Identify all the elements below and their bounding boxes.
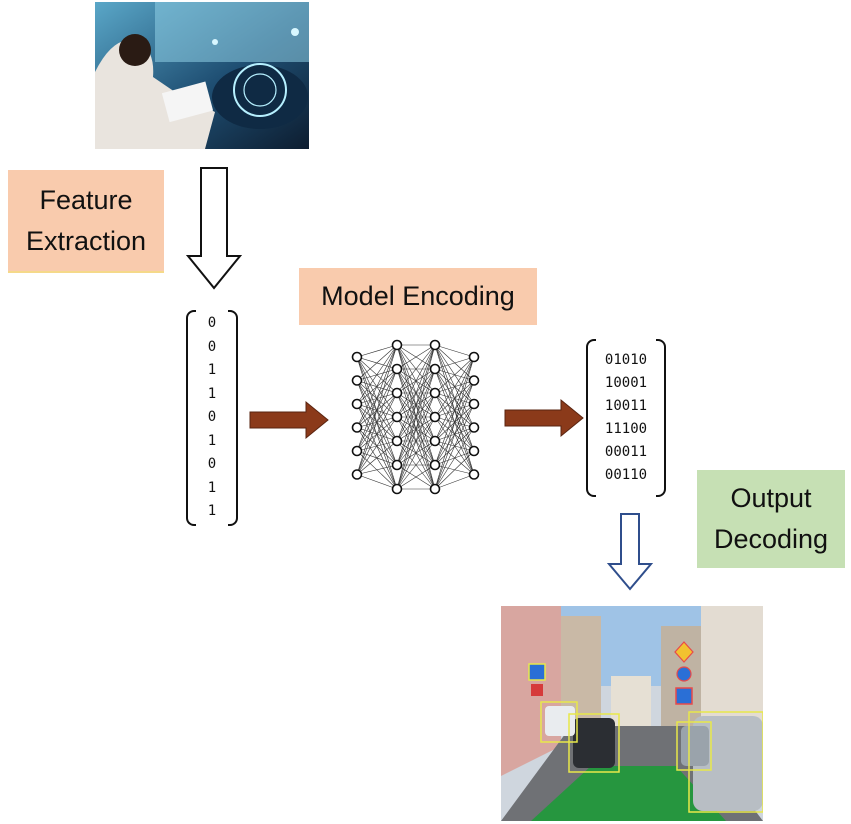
nn-connection [396,344,436,442]
nn-connection [356,344,398,381]
nn-node [391,339,403,351]
nn-connection [396,344,436,370]
nn-node [468,469,480,480]
nn-node [429,339,441,351]
model-encoding-label: Model Encoding [299,268,537,325]
nn-connection [434,403,475,490]
nn-connection [396,344,436,490]
output-decoding-line1: Output [730,483,812,513]
output-vector: 01010 10001 10011 11100 00011 00110 [586,339,666,497]
nn-node [468,398,480,410]
down-arrow-outline-icon [185,167,243,290]
input-bit: 1 [207,503,217,520]
nn-node [429,435,441,447]
nn-connection [356,392,398,475]
input-bit: 0 [207,456,217,473]
output-decoding-line2: Decoding [713,524,829,554]
nn-connection [396,368,436,490]
nn-connection [434,356,475,370]
feature-extraction-line1: Feature [39,184,133,215]
model-encoding-text: Model Encoding [321,281,515,311]
nn-node [391,483,403,495]
nn-connection [356,416,398,475]
input-bit: 1 [207,362,217,379]
output-code: 10001 [604,375,648,391]
feature-extraction-label: Feature Extraction [8,170,164,271]
nn-node [391,435,403,447]
input-bit: 0 [207,409,217,426]
nn-node [351,375,363,386]
nn-node [391,363,403,375]
nn-node [468,422,480,433]
bracket-left-icon [186,310,196,526]
nn-node [391,387,403,399]
nn-connection [396,344,436,418]
nn-node [351,422,363,433]
bracket-right-icon [656,339,666,497]
nn-connection [356,344,398,452]
input-bit: 1 [207,432,217,449]
nn-connection [434,356,475,394]
nn-connection [356,344,398,358]
nn-connection [434,427,475,490]
nn-connection [434,450,475,490]
nn-connection [396,464,436,490]
nn-connection [356,344,398,405]
input-bit: 1 [207,479,217,496]
nn-node [468,445,480,457]
nn-node [429,387,441,399]
nn-node [429,363,441,375]
nn-connection [396,344,436,394]
output-code: 10011 [604,398,648,414]
right-arrow-brown-icon [249,400,329,440]
input-bit: 1 [207,385,217,402]
nn-connection [356,344,398,475]
output-code: 11100 [604,421,648,437]
bracket-right-icon [228,310,238,526]
nn-connection [396,344,436,466]
nn-connection [434,356,475,466]
feature-extraction-line2: Extraction [25,225,147,256]
nn-node [468,375,480,386]
nn-connection [434,380,475,490]
nn-connection [434,474,475,490]
nn-connection [356,368,398,475]
bracket-left-icon [586,339,596,497]
output-code: 01010 [604,352,648,368]
nn-connection [396,416,436,490]
nn-connection [356,344,398,428]
down-arrow-blue-outline-icon [606,513,654,591]
nn-node [391,411,403,423]
output-code: 00110 [604,467,648,483]
nn-node [429,459,441,471]
nn-node [351,445,363,457]
nn-connection [434,344,475,358]
nn-node [351,398,363,410]
input-bit: 0 [207,315,217,332]
driver-car-photo [95,2,309,149]
nn-connection [434,356,475,418]
nn-node [351,469,363,480]
nn-connection [356,464,398,475]
right-arrow-brown-icon [504,398,584,438]
nn-connection [434,356,475,442]
nn-node [391,459,403,471]
nn-connection [396,440,436,490]
neural-network-icon [351,339,480,495]
nn-connection [356,474,398,490]
output-decoding-label: Output Decoding [697,470,845,568]
nn-node [429,411,441,423]
street-detection-photo [501,606,763,821]
nn-connection [396,392,436,490]
nn-node [351,351,363,363]
input-bit: 0 [207,338,217,355]
nn-connection [434,356,475,490]
nn-node [429,483,441,495]
nn-connection [356,440,398,475]
input-vector: 0 0 1 1 0 1 0 1 1 [186,310,238,526]
nn-node [468,351,480,363]
output-code: 00011 [604,444,648,460]
